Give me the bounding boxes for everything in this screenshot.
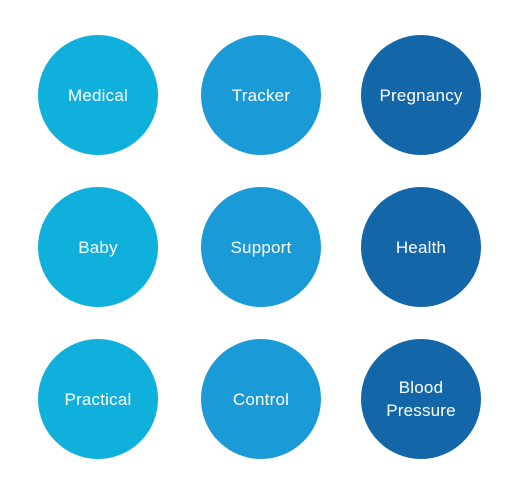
circle-label: Practical — [64, 389, 132, 409]
circle-baby: Baby — [38, 187, 158, 307]
circle-control: Control — [201, 339, 321, 459]
circle-label: Blood Pressure — [386, 378, 456, 420]
circle-label: Support — [230, 237, 292, 257]
circle-pregnancy: Pregnancy — [361, 35, 481, 155]
circle-label: Health — [395, 237, 447, 257]
circle-medical: Medical — [38, 35, 158, 155]
circle-label: Pregnancy — [379, 85, 463, 105]
circle-blood-pressure: Blood Pressure — [361, 339, 481, 459]
circle-support: Support — [201, 187, 321, 307]
circle-label: Medical — [68, 85, 128, 105]
circle-label: Tracker — [231, 85, 291, 105]
circle-practical: Practical — [38, 339, 158, 459]
circle-tracker: Tracker — [201, 35, 321, 155]
circle-health: Health — [361, 187, 481, 307]
circle-label: Control — [232, 389, 290, 409]
circle-label: Baby — [78, 237, 118, 257]
